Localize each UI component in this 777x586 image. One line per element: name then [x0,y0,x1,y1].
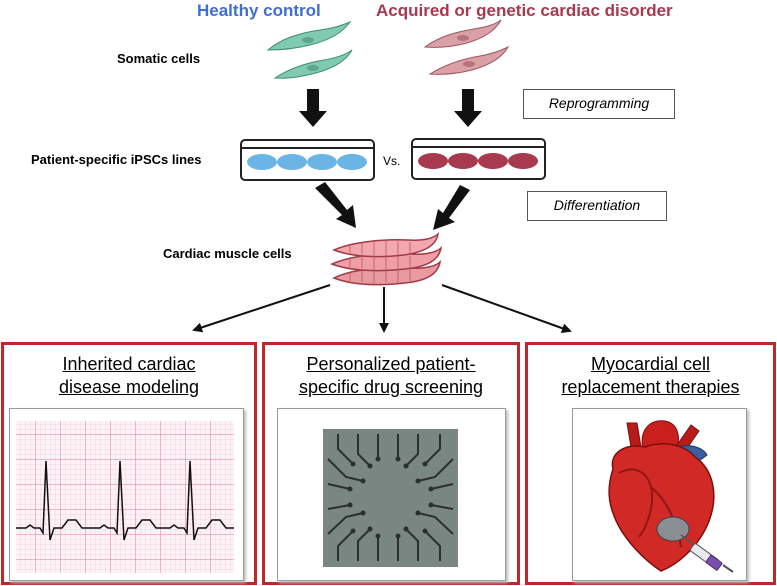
healthy-somatic-cells [266,20,353,79]
cardiac-muscle-cells-icon [330,231,443,286]
ecg-icon [16,421,234,573]
disease-ipsc-dish [411,138,546,180]
chip-image-frame [277,408,506,581]
differentiation-arrows [315,182,470,230]
reprogramming-step-box: Reprogramming [523,89,675,119]
differentiation-step-box: Differentiation [527,191,667,221]
panel-disease-modeling: Inherited cardiac disease modeling [1,342,257,585]
ecg-image-frame [9,408,244,581]
healthy-ipsc-dish [240,139,375,181]
reprogramming-arrows [299,89,482,127]
panel-drug-screening: Personalized patient- specific drug scre… [262,342,520,585]
panel-title-line1: Myocardial cell [590,354,711,374]
disease-somatic-cells [423,19,510,75]
cardiac-muscle-cells-label: Cardiac muscle cells [163,246,292,261]
healthy-control-header: Healthy control [197,1,321,20]
vs-label: Vs. [383,154,401,168]
panel-title-line1: Inherited cardiac [62,354,196,374]
heart-icon [608,420,734,573]
application-arrows [192,284,572,333]
panel-title-line2: replacement therapies [561,377,740,397]
panel-title-line2: specific drug screening [298,377,484,397]
somatic-cells-label: Somatic cells [117,51,201,66]
syringe-icon [680,534,734,573]
panel-cell-replacement: Myocardial cell replacement therapies [525,342,776,585]
cardiac-disorder-header: Acquired or genetic cardiac disorder [376,1,673,20]
panel-title-line1: Personalized patient- [306,354,476,374]
ipsc-lines-label: Patient-specific iPSCs lines [31,152,202,167]
heart-image-frame [572,408,747,581]
panel-title-line2: disease modeling [58,377,200,397]
chip-icon [323,429,458,567]
